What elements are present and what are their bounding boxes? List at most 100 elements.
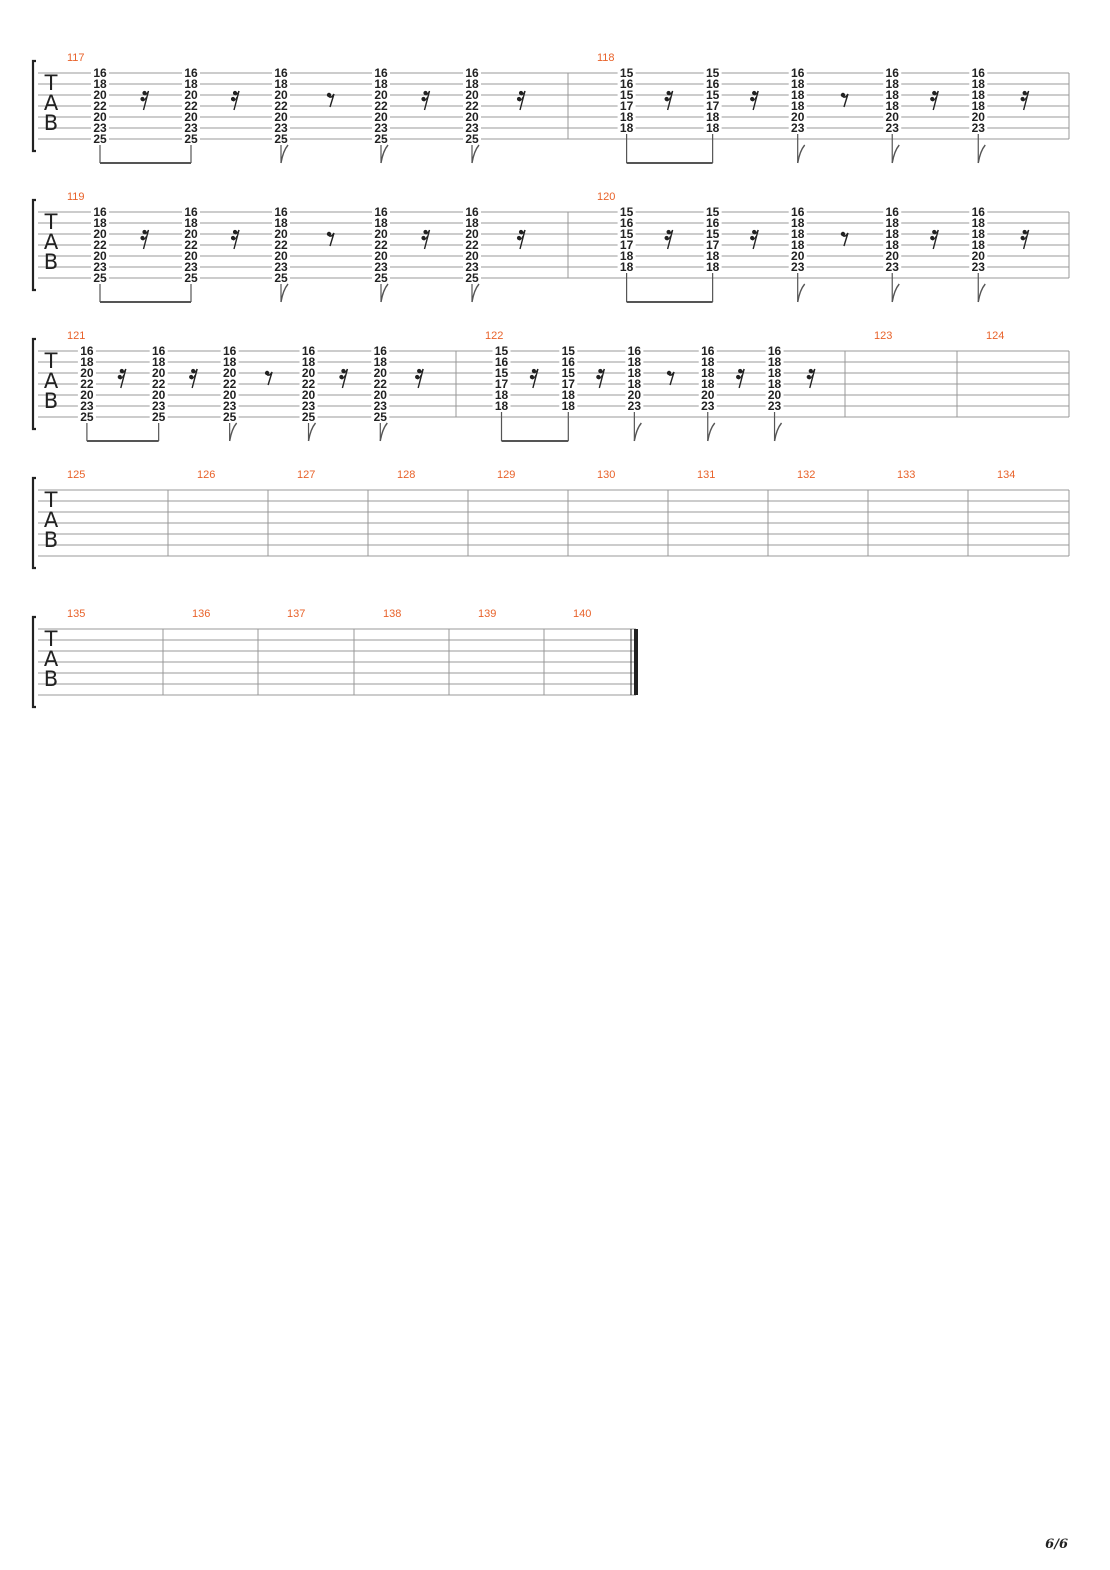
note-flag-icon [471, 283, 480, 303]
fret-number: 16 [706, 216, 720, 230]
fret-number: 18 [93, 77, 107, 91]
eighth-rest-icon [840, 231, 849, 247]
measure-117: 1171618202220232516182022202325161820222… [67, 52, 526, 164]
fret-number: 20 [302, 388, 316, 402]
fret-number: 15 [620, 227, 634, 241]
note-flag-icon [307, 422, 317, 442]
fret-number: 20 [93, 110, 107, 124]
fret-number: 23 [274, 260, 288, 274]
fret-number: 18 [791, 238, 805, 252]
fret-number: 23 [701, 399, 715, 413]
sixteenth-rest-icon [750, 90, 759, 111]
fret-number: 20 [972, 110, 986, 124]
fret-number: 23 [184, 121, 198, 135]
sixteenth-rest-icon [189, 368, 198, 389]
sixteenth-rest-icon [230, 90, 240, 111]
measure-139: 139 [478, 608, 496, 620]
fret-number: 20 [972, 249, 986, 263]
fret-number: 20 [223, 388, 237, 402]
measure-135: 135 [67, 608, 85, 620]
fret-number: 20 [184, 110, 198, 124]
fret-number: 22 [93, 238, 107, 252]
fret-number: 23 [465, 121, 479, 135]
fret-number: 25 [184, 271, 198, 285]
fret-number: 23 [886, 121, 900, 135]
fret-number: 17 [620, 238, 634, 252]
tab-system: TAB1171618202220232516182022202325161820… [31, 52, 1070, 164]
fret-number: 22 [374, 377, 388, 391]
system-bracket [31, 198, 36, 292]
measure-number: 125 [67, 469, 85, 481]
sixteenth-rest-icon [230, 229, 240, 250]
sixteenth-rest-icon [664, 90, 674, 111]
fret-number: 15 [620, 66, 634, 80]
fret-number: 22 [274, 238, 288, 252]
tab-clef-letter: B [44, 389, 58, 413]
fret-number: 18 [701, 377, 715, 391]
fret-number: 23 [768, 399, 782, 413]
fret-number: 18 [706, 260, 720, 274]
measure-128: 128 [397, 469, 415, 481]
fret-number: 16 [374, 205, 388, 219]
fret-number: 15 [562, 344, 576, 358]
measure-125: 125 [67, 469, 85, 481]
fret-number: 18 [768, 355, 782, 369]
fret-number: 20 [465, 110, 479, 124]
fret-number: 18 [274, 216, 288, 230]
measure-number: 124 [986, 330, 1004, 342]
fret-number: 20 [80, 366, 94, 380]
system-bracket [31, 476, 36, 570]
fret-number: 15 [706, 66, 720, 80]
fret-number: 23 [152, 399, 166, 413]
fret-number: 16 [184, 205, 198, 219]
fret-number: 18 [701, 355, 715, 369]
fret-number: 20 [374, 88, 388, 102]
measure-number: 118 [597, 52, 615, 64]
measure-136: 136 [192, 608, 210, 620]
fret-number: 20 [374, 388, 388, 402]
measure-number: 120 [597, 191, 615, 203]
fret-number: 18 [374, 77, 388, 91]
sixteenth-rest-icon [664, 229, 674, 250]
eighth-rest-icon [264, 370, 273, 386]
fret-number: 23 [184, 260, 198, 274]
system-bracket [31, 337, 36, 431]
tab-clef-letter: A [44, 647, 59, 671]
fret-number: 15 [620, 88, 634, 102]
fret-number: 18 [972, 77, 986, 91]
fret-number: 22 [465, 99, 479, 113]
fret-number: 18 [791, 227, 805, 241]
fret-number: 20 [274, 227, 288, 241]
note-flag-icon [773, 422, 783, 442]
measure-number: 136 [192, 608, 210, 620]
fret-number: 18 [562, 388, 576, 402]
measure-number: 117 [67, 52, 85, 64]
fret-number: 17 [495, 377, 509, 391]
fret-number: 23 [223, 399, 237, 413]
note-flag-icon [797, 283, 806, 303]
fret-number: 18 [972, 216, 986, 230]
fret-number: 20 [93, 88, 107, 102]
fret-number: 16 [274, 66, 288, 80]
fret-number: 17 [706, 99, 720, 113]
sixteenth-rest-icon [750, 229, 759, 250]
fret-number: 18 [972, 227, 986, 241]
measure-130: 130 [597, 469, 615, 481]
fret-number: 23 [93, 121, 107, 135]
measure-126: 126 [197, 469, 215, 481]
note-flag-icon [633, 422, 642, 442]
fret-number: 16 [791, 205, 805, 219]
note-flag-icon [471, 144, 480, 164]
fret-number: 23 [302, 399, 316, 413]
fret-number: 17 [706, 238, 720, 252]
